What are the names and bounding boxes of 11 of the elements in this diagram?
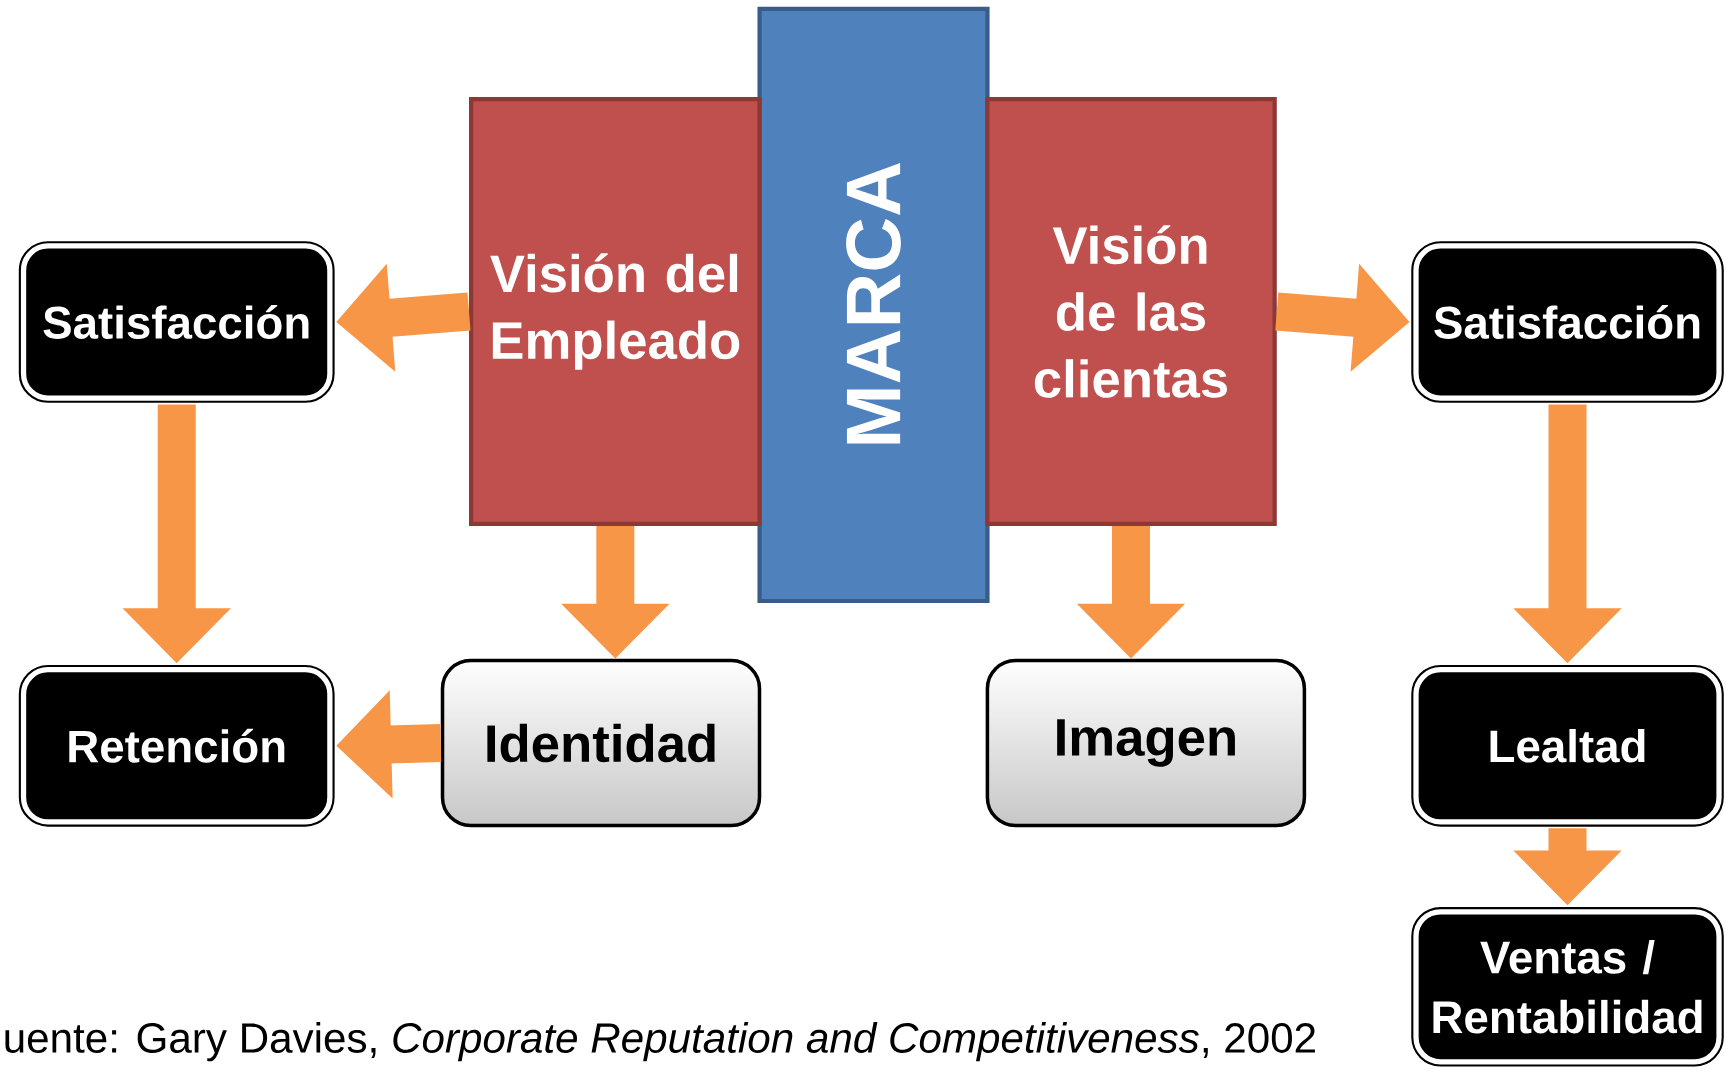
brand-bar: MARCA [757,6,990,604]
outcome-box: Retención [13,659,340,832]
source-note: uente: Gary Davies, Corporate Reputation and Competitiveness, 2002 [5,1022,1315,1062]
outcome-box: Satisfacción [13,235,340,409]
concept-box: Identidad [440,658,762,828]
outcome-box: Satisfacción [1406,235,1726,409]
outcome-box: Lealtad [1406,659,1726,832]
outcome-box: Ventas / Rentabilidad [1406,901,1726,1071]
view-box: Visión del Empleado [469,96,762,527]
view-box: Visión de las clientas [985,96,1277,527]
concept-box: Imagen [985,658,1307,828]
